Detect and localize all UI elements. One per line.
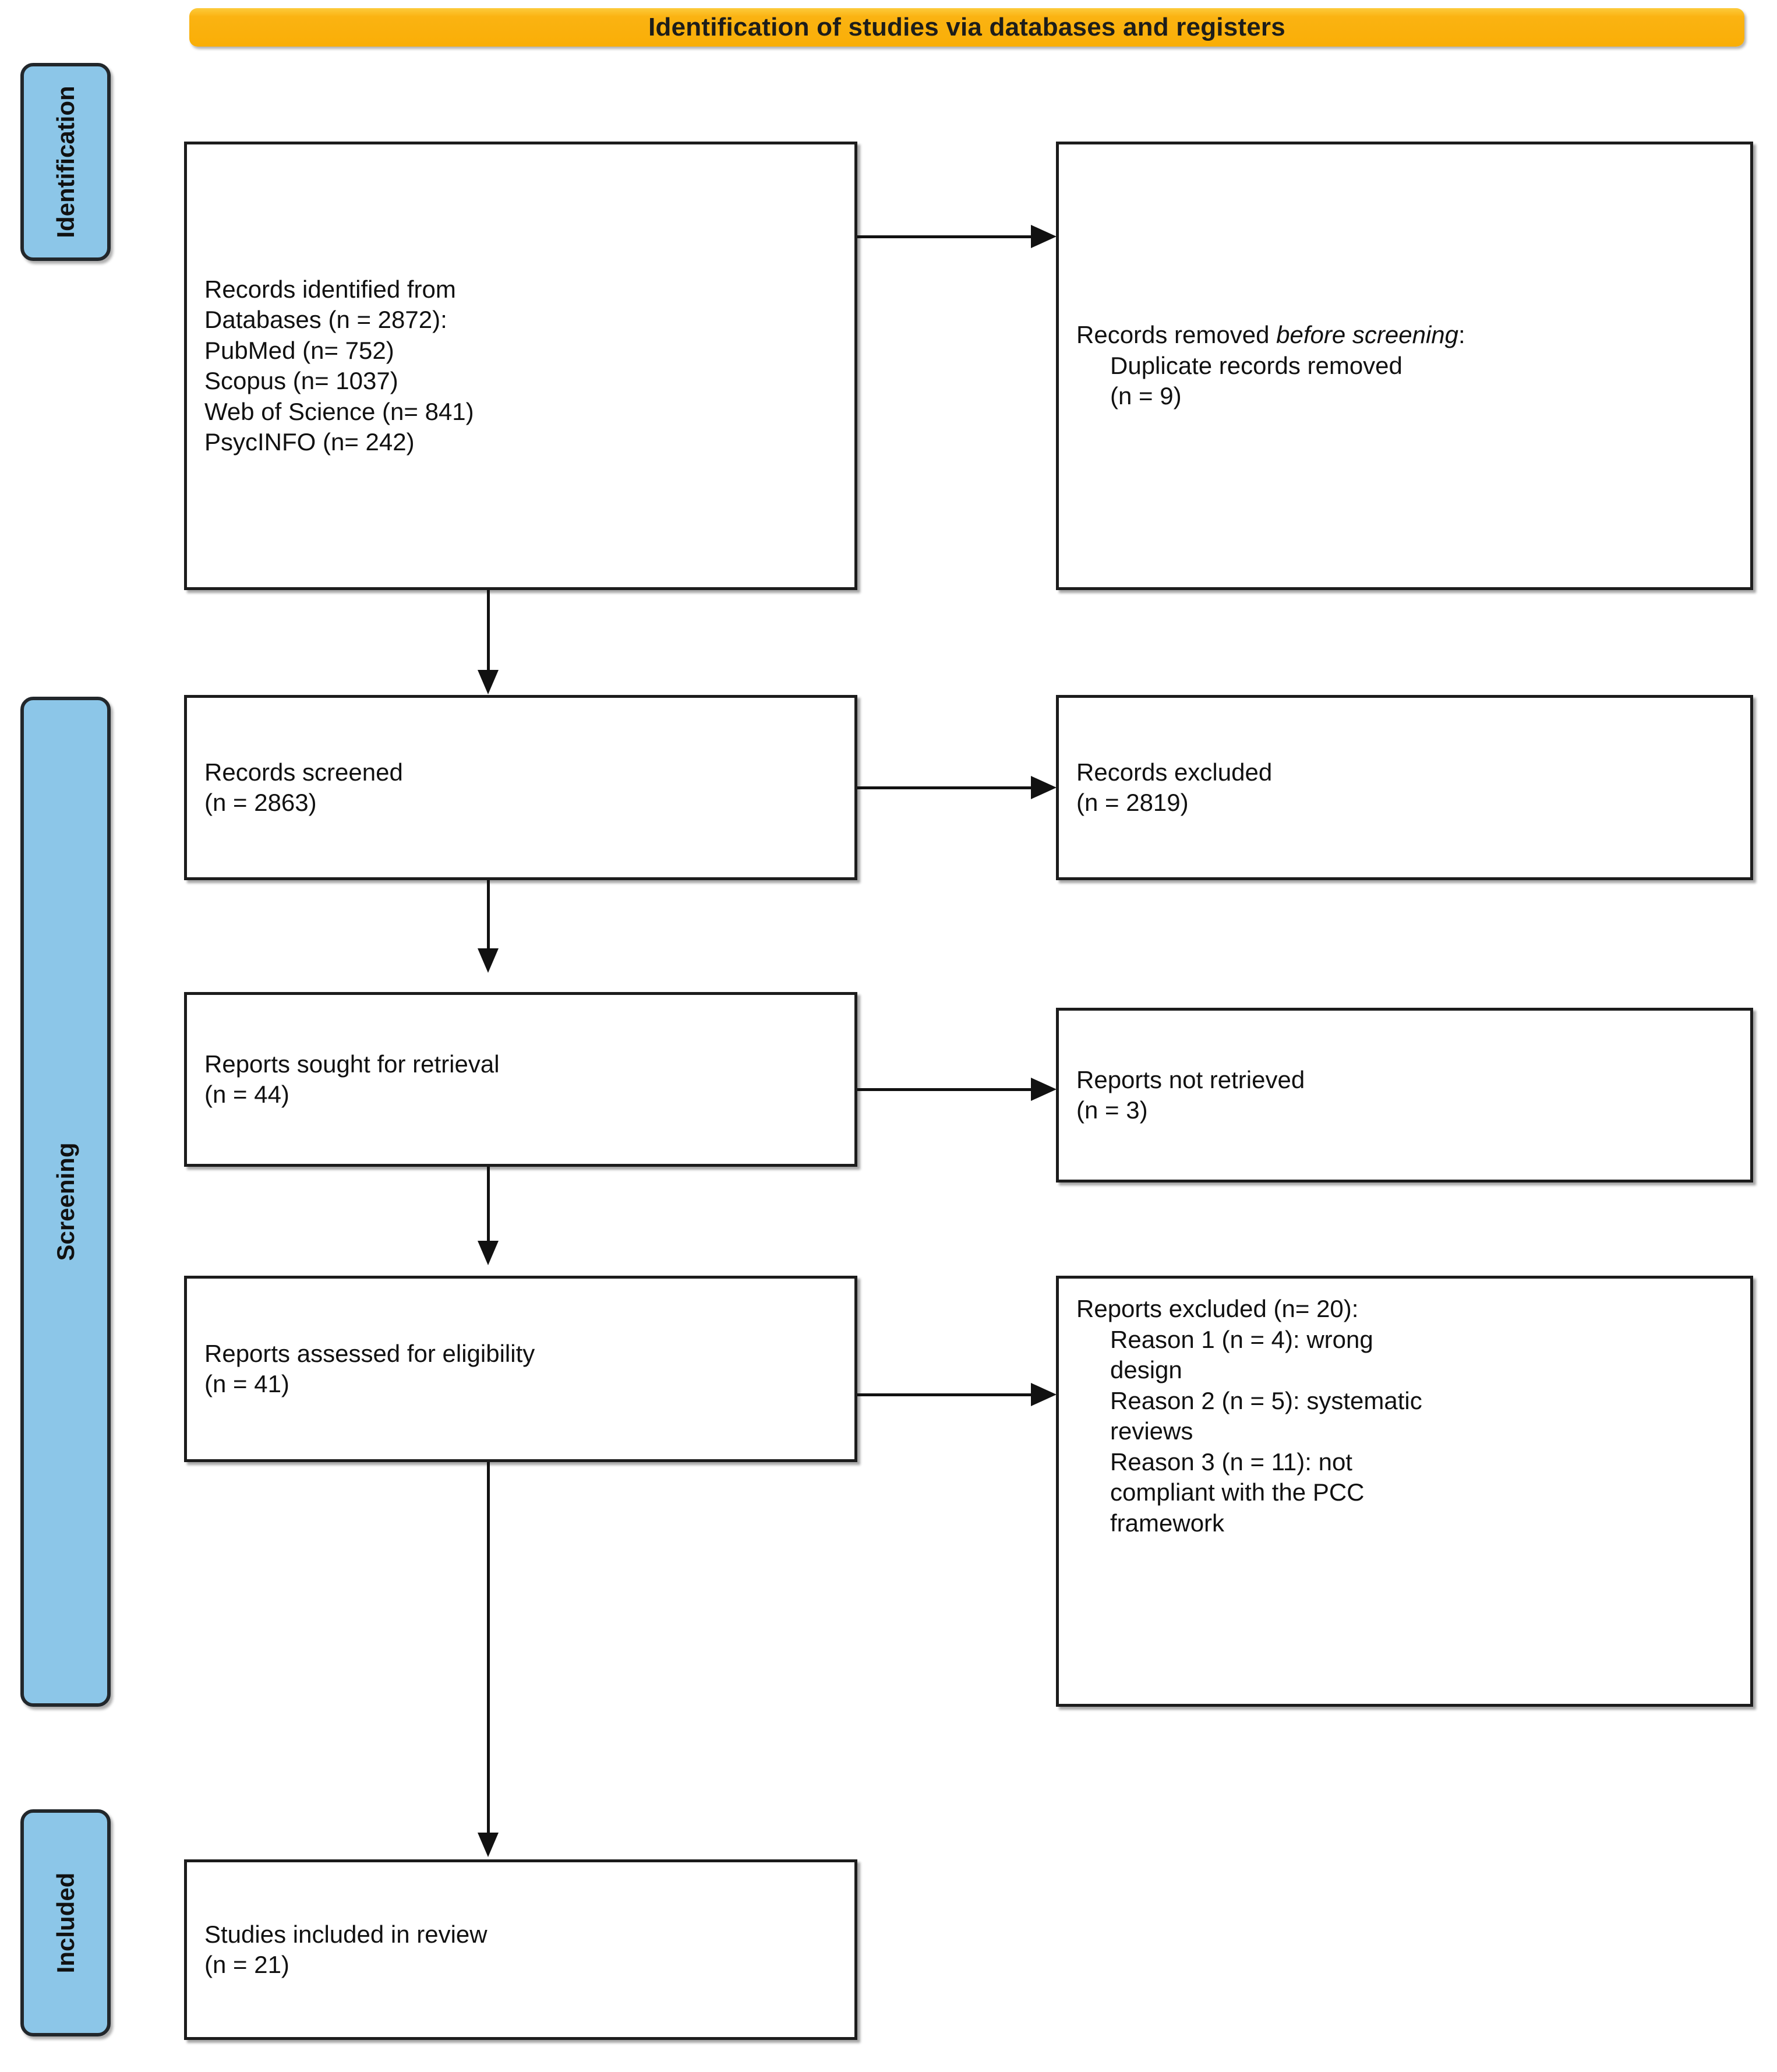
arrow-screened-to-excluded-head <box>1031 776 1057 799</box>
reports-excluded-box: Reports excluded (n= 20): Reason 1 (n = … <box>1056 1276 1753 1707</box>
reports-sought-box: Reports sought for retrieval (n = 44) <box>184 992 857 1167</box>
phase-sidebar-identification: Identification <box>20 63 111 261</box>
reports-excluded-reason-3c: framework <box>1110 1509 1225 1537</box>
reports-excluded-reason-2a: Reason 2 (n = 5): systematic <box>1110 1386 1422 1414</box>
reports-excluded-reason-2b: reviews <box>1110 1417 1193 1445</box>
records-identified-line-3: PubMed (n= 752) <box>204 336 394 364</box>
studies-included-line-2: (n = 21) <box>204 1951 289 1978</box>
reports-excluded-reason-1a: Reason 1 (n = 4): wrong <box>1110 1325 1373 1353</box>
phase-sidebar-screening: Screening <box>20 697 111 1707</box>
arrow-identified-to-removed-line <box>857 235 1032 238</box>
arrow-assessed-to-included-line <box>487 1462 490 1835</box>
records-excluded-line-2: (n = 2819) <box>1076 789 1189 816</box>
records-removed-detail: Duplicate records removed <box>1110 351 1402 379</box>
records-removed-emphasis: before screening <box>1276 321 1459 349</box>
reports-sought-line-1: Reports sought for retrieval <box>204 1050 500 1078</box>
arrow-assessed-to-excluded-head <box>1031 1383 1057 1406</box>
reports-excluded-reason-1b: design <box>1110 1356 1182 1383</box>
records-excluded-box: Records excluded (n = 2819) <box>1056 695 1753 880</box>
records-identified-line-2: Databases (n = 2872): <box>204 306 447 333</box>
records-identified-line-6: PsycINFO (n= 242) <box>204 428 415 456</box>
records-identified-line-5: Web of Science (n= 841) <box>204 397 474 425</box>
records-removed-box: Records removed before screening: Duplic… <box>1056 142 1753 590</box>
records-removed-colon: : <box>1458 321 1465 349</box>
arrow-assessed-to-excluded-line <box>857 1393 1032 1396</box>
records-screened-line-2: (n = 2863) <box>204 789 317 816</box>
records-removed-lead: Records removed <box>1076 321 1277 349</box>
records-identified-line-1: Records identified from <box>204 275 456 303</box>
arrow-sought-to-not-retrieved-line <box>857 1088 1032 1091</box>
reports-not-retrieved-line-2: (n = 3) <box>1076 1096 1148 1124</box>
reports-excluded-heading: Reports excluded (n= 20): <box>1076 1295 1359 1322</box>
arrow-screened-to-sought-head <box>478 948 499 973</box>
records-excluded-line-1: Records excluded <box>1076 758 1273 786</box>
reports-assessed-line-2: (n = 41) <box>204 1370 289 1397</box>
records-screened-line-1: Records screened <box>204 758 403 786</box>
arrow-screened-to-excluded-line <box>857 786 1032 789</box>
header-title: Identification of studies via databases … <box>648 13 1285 41</box>
studies-included-box: Studies included in review (n = 21) <box>184 1859 857 2040</box>
records-removed-count: (n = 9) <box>1110 382 1182 410</box>
reports-not-retrieved-line-1: Reports not retrieved <box>1076 1065 1305 1093</box>
records-removed-heading: Records removed before screening: <box>1076 320 1733 351</box>
arrow-identified-to-screened-head <box>478 670 499 694</box>
header-banner: Identification of studies via databases … <box>189 8 1744 47</box>
phase-label-screening: Screening <box>51 1142 79 1261</box>
arrow-sought-to-not-retrieved-head <box>1031 1078 1057 1101</box>
arrow-sought-to-assessed-line <box>487 1167 490 1243</box>
arrow-identified-to-screened-line <box>487 590 490 672</box>
arrow-identified-to-removed-head <box>1031 225 1057 248</box>
reports-assessed-box: Reports assessed for eligibility (n = 41… <box>184 1276 857 1462</box>
arrow-sought-to-assessed-head <box>478 1241 499 1265</box>
arrow-assessed-to-included-head <box>478 1833 499 1857</box>
records-screened-box: Records screened (n = 2863) <box>184 695 857 880</box>
reports-excluded-reason-3b: compliant with the PCC <box>1110 1478 1365 1506</box>
reports-sought-line-2: (n = 44) <box>204 1081 289 1108</box>
studies-included-line-1: Studies included in review <box>204 1920 487 1948</box>
records-identified-line-4: Scopus (n= 1037) <box>204 367 398 394</box>
records-identified-box: Records identified from Databases (n = 2… <box>184 142 857 590</box>
reports-assessed-line-1: Reports assessed for eligibility <box>204 1339 535 1367</box>
phase-sidebar-included: Included <box>20 1809 111 2036</box>
reports-not-retrieved-box: Reports not retrieved (n = 3) <box>1056 1008 1753 1183</box>
arrow-screened-to-sought-line <box>487 880 490 950</box>
phase-label-included: Included <box>51 1872 79 1974</box>
reports-excluded-reason-3a: Reason 3 (n = 11): not <box>1110 1448 1352 1476</box>
phase-label-identification: Identification <box>51 86 79 238</box>
